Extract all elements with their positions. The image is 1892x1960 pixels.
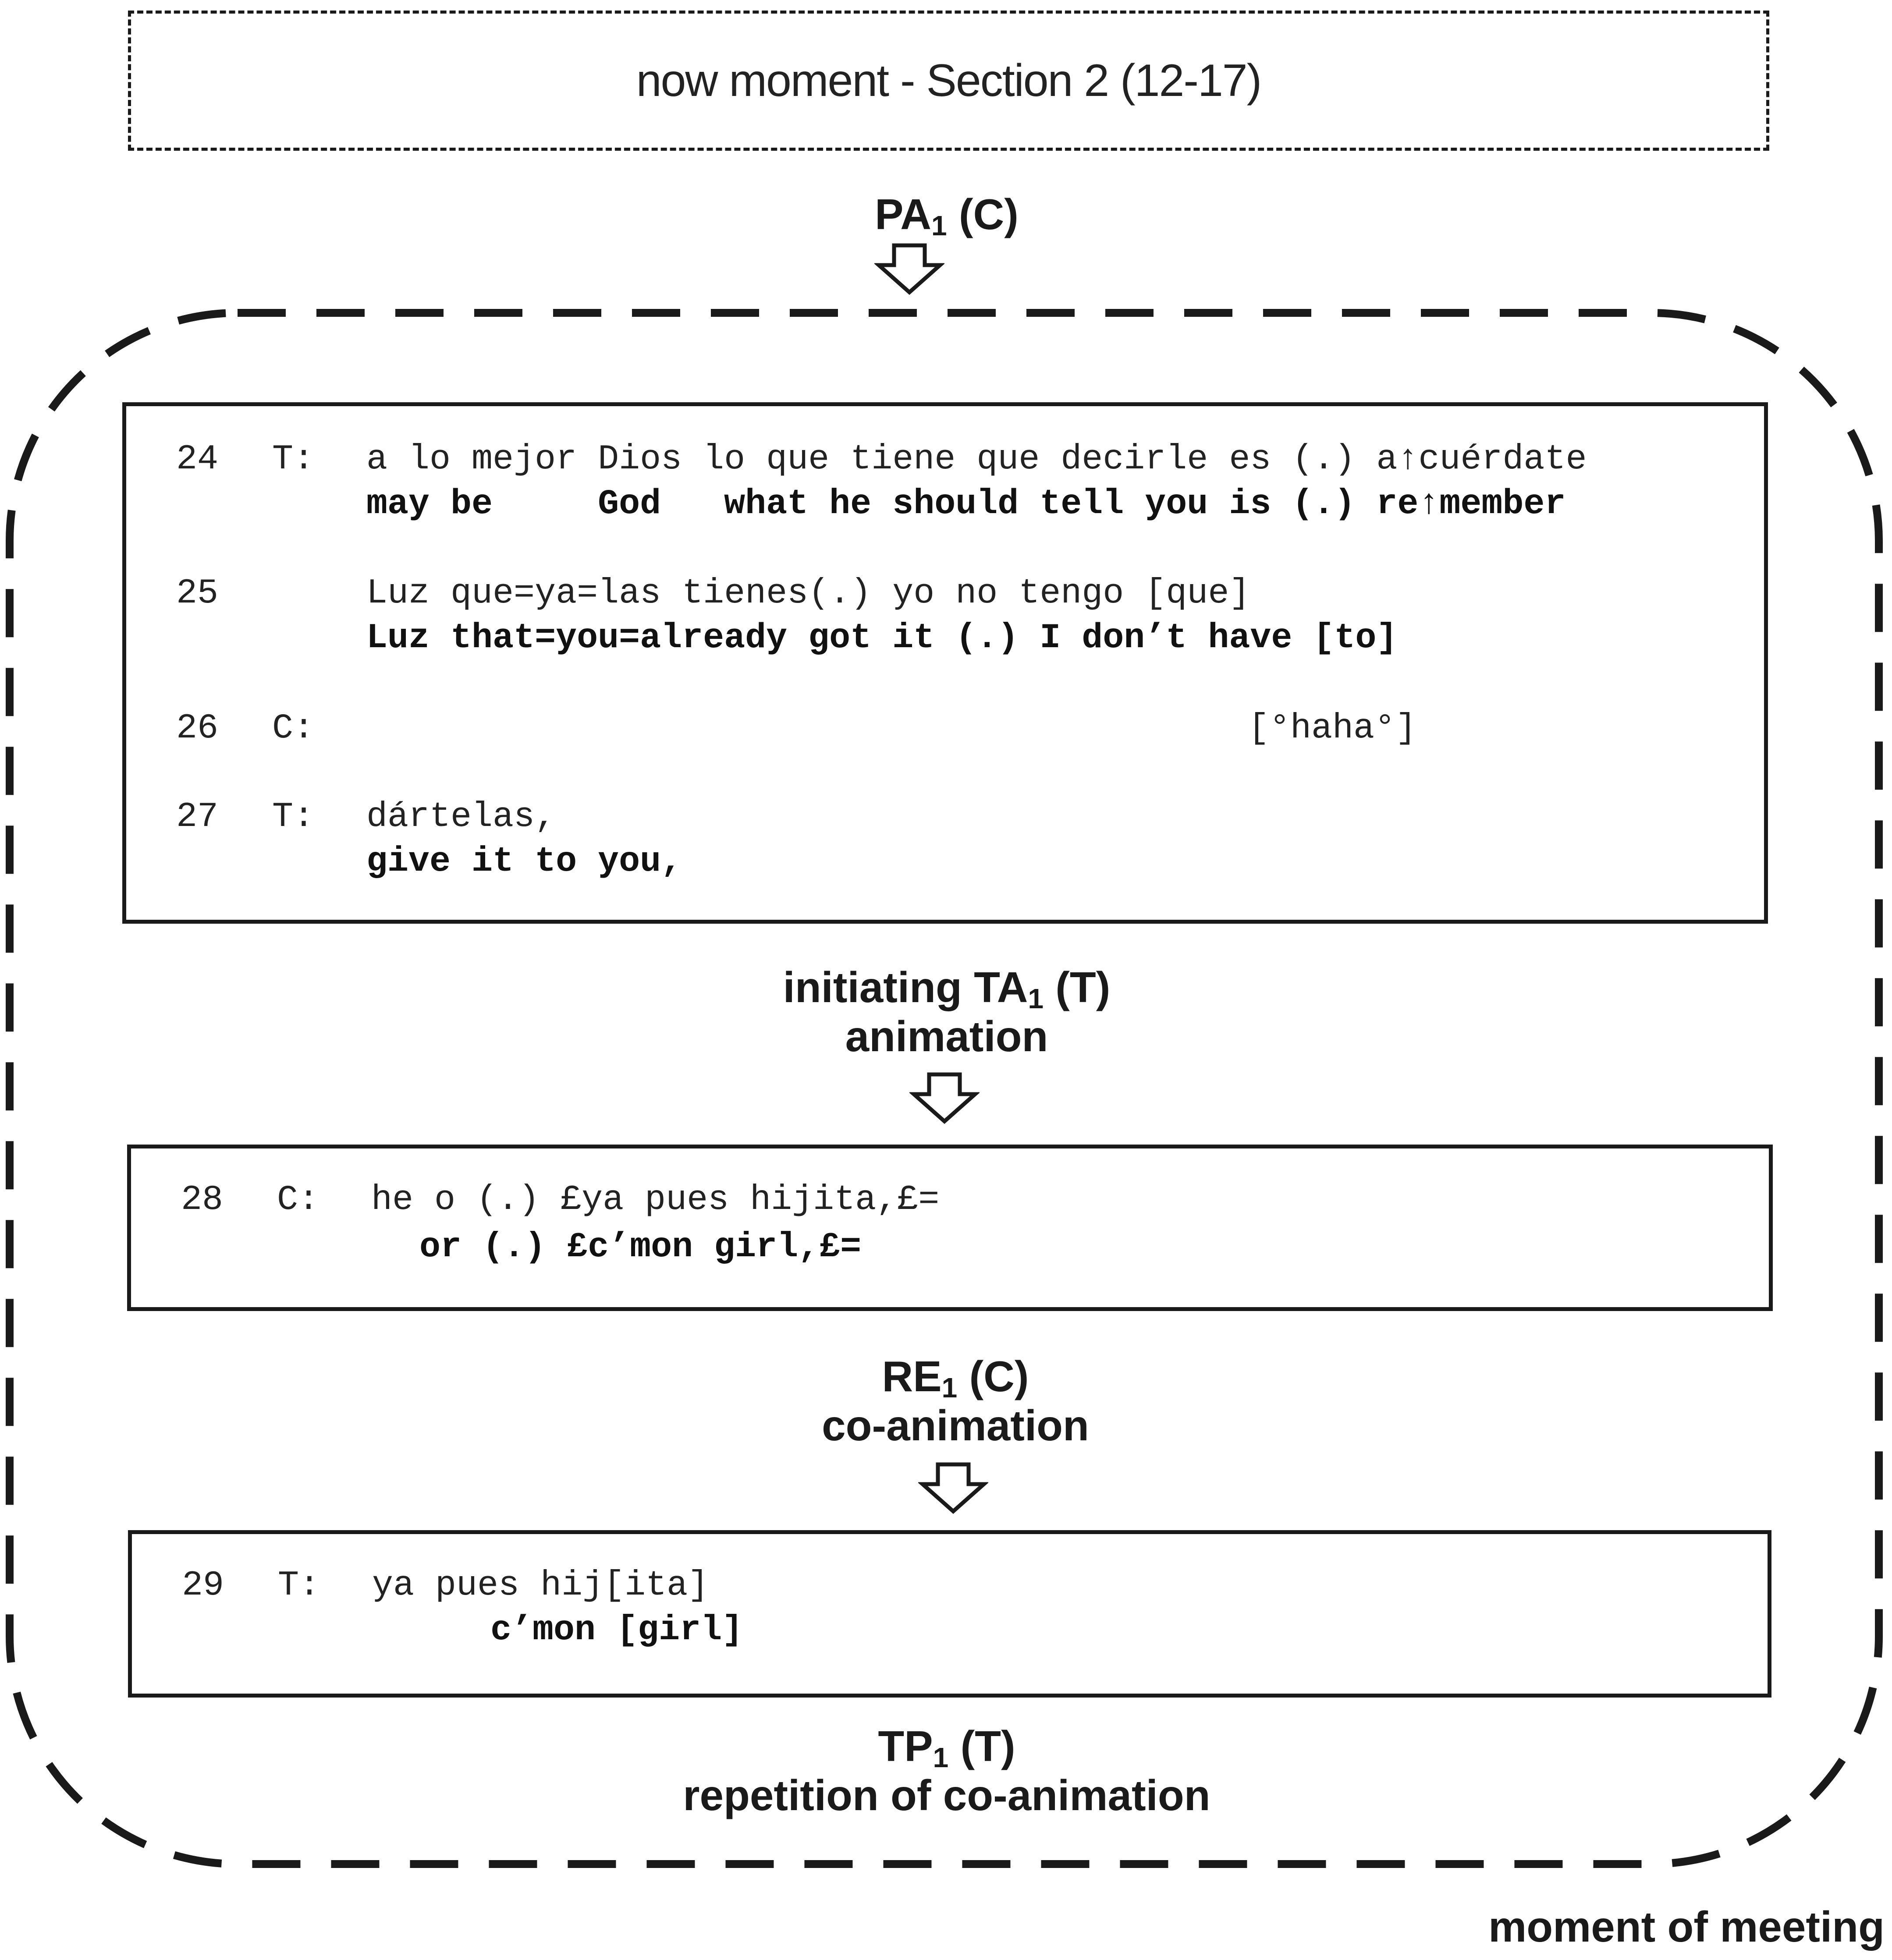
transcript-block-3: 29 T: ya pues hij[ita] c’mon [girl]: [128, 1530, 1771, 1698]
line-number: 26: [176, 709, 219, 748]
line-number: 25: [176, 574, 219, 613]
speaker: T:: [272, 797, 315, 837]
ta-label: initiating TA1 (T): [783, 963, 1111, 1014]
tp-label: TP1 (T): [878, 1722, 1015, 1773]
english-line: may be God what he should tell you is (.…: [366, 484, 1566, 524]
spanish-line: he o (.) £ya pues hijita,£=: [371, 1180, 940, 1220]
now-moment-box: now moment - Section 2 (12-17): [128, 11, 1769, 151]
speaker: T:: [278, 1566, 320, 1606]
pa-label: PA1 (C): [875, 190, 1019, 241]
transcript-block-1: 24 T: a lo mejor Dios lo que tiene que d…: [122, 402, 1768, 924]
english-line: give it to you,: [366, 842, 682, 882]
speaker: T:: [272, 439, 315, 479]
ta-description: animation: [845, 1012, 1048, 1060]
speaker: C:: [277, 1180, 319, 1220]
spanish-line: ya pues hij[ita]: [372, 1566, 709, 1606]
english-line: or (.) £c’mon girl,£=: [419, 1227, 862, 1267]
transcript-block-2: 28 C: he o (.) £ya pues hijita,£= or (.)…: [127, 1145, 1773, 1311]
re-description: co-animation: [822, 1401, 1089, 1450]
spanish-line: Luz que=ya=las tienes(.) yo no tengo [qu…: [366, 574, 1250, 613]
spanish-line: dártelas,: [366, 797, 556, 837]
line-number: 27: [176, 797, 219, 837]
english-line: Luz that=you=already got it (.) I don’t …: [366, 618, 1398, 658]
spanish-line: a lo mejor Dios lo que tiene que decirle…: [366, 439, 1587, 479]
line-number: 28: [181, 1180, 224, 1220]
line-number: 29: [182, 1566, 224, 1606]
re-label: RE1 (C): [882, 1352, 1029, 1404]
down-arrow-icon: [909, 1072, 980, 1124]
now-moment-label: now moment - Section 2 (12-17): [636, 55, 1262, 106]
tp-description: repetition of co-animation: [683, 1771, 1210, 1819]
down-arrow-icon: [918, 1462, 988, 1514]
down-arrow-icon: [874, 243, 944, 295]
english-line: c’mon [girl]: [490, 1610, 743, 1650]
moment-of-meeting-label: moment of meeting: [1488, 1903, 1885, 1951]
spanish-line: [°haha°]: [1248, 709, 1417, 748]
line-number: 24: [176, 439, 219, 479]
speaker: C:: [272, 709, 315, 748]
